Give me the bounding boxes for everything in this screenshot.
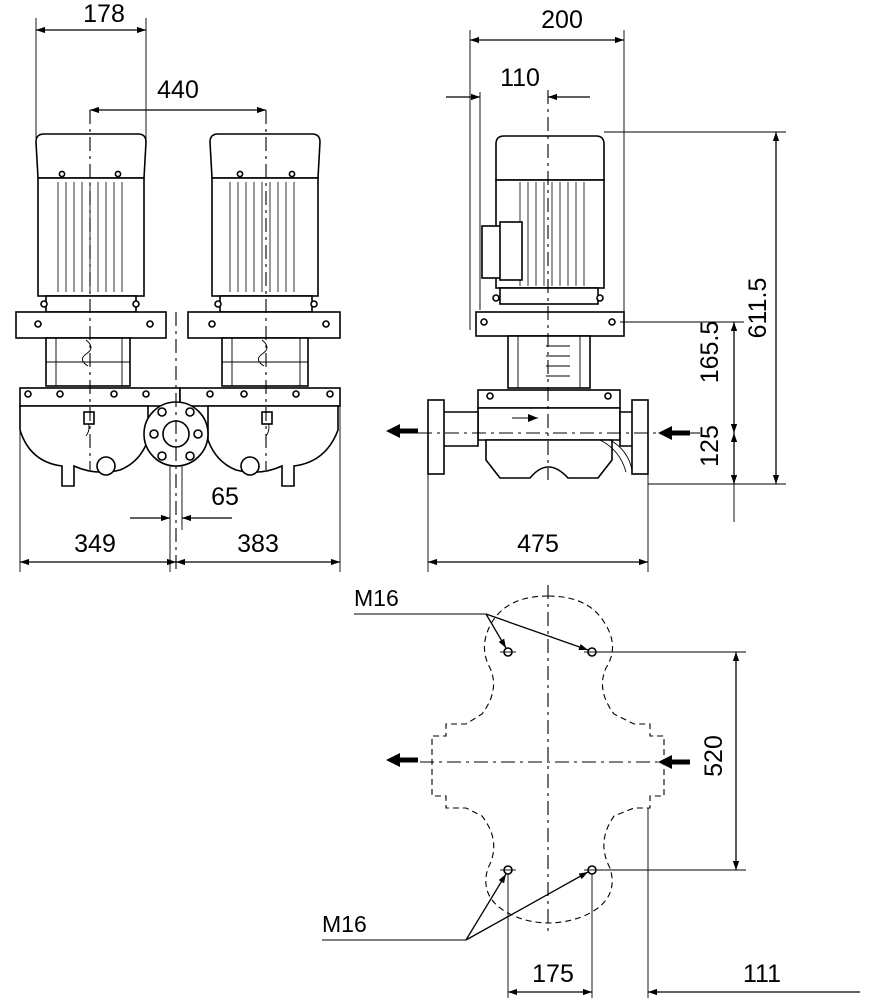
front-view: 178 440 65 349 383	[15, 0, 341, 572]
side-motor	[475, 135, 625, 389]
side-housing	[427, 389, 649, 479]
side-view: 200 110 475 611.5 165.5 125	[386, 6, 786, 572]
dim-side-total-width: 200	[541, 6, 583, 34]
dim-left-to-center: 349	[74, 530, 116, 558]
dim-pipe-offset: 65	[211, 483, 239, 511]
dim-center-to-right: 383	[237, 530, 279, 558]
dim-height-total: 611.5	[744, 278, 772, 339]
dim-height-mid: 165.5	[696, 321, 724, 384]
footprint-arrow-out-icon	[386, 753, 418, 767]
left-motor	[15, 133, 167, 387]
pump-housing	[19, 387, 341, 487]
flow-arrow-out-icon	[386, 424, 418, 438]
bolt-hole-bottom-left	[500, 865, 516, 875]
dim-height-base: 125	[696, 425, 724, 467]
dim-motor-spacing: 440	[157, 76, 199, 104]
footprint-arrow-in-icon	[658, 755, 690, 769]
bolt-hole-top-left	[500, 647, 516, 657]
footprint-view: M16 M16 520 175 111	[322, 585, 860, 998]
dim-bolt-spacing-vertical: 520	[700, 735, 728, 777]
label-thread-top: M16	[354, 585, 399, 611]
dim-side-length: 475	[517, 530, 559, 558]
dim-bolt-spacing-horizontal: 175	[532, 960, 574, 988]
dim-motor-width: 178	[83, 0, 125, 28]
label-thread-bottom: M16	[322, 911, 367, 937]
dim-side-offset: 110	[500, 64, 540, 92]
right-motor	[187, 133, 341, 387]
dim-bolt-offset: 111	[743, 960, 781, 988]
